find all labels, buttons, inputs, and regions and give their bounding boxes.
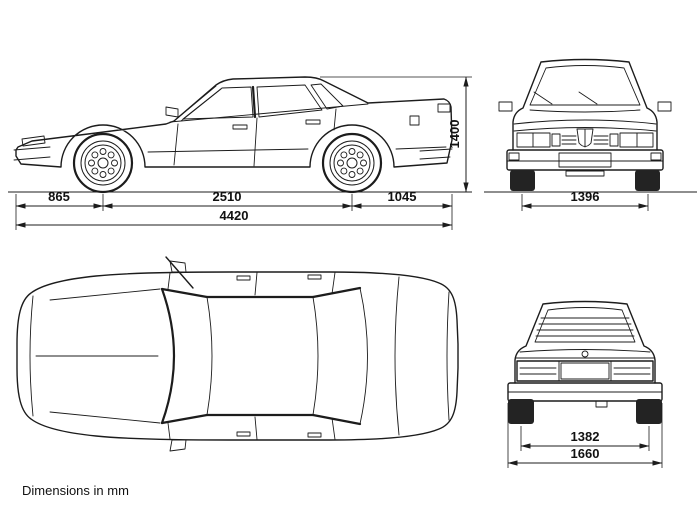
top-c-pillars bbox=[311, 286, 362, 426]
grille-slats bbox=[561, 135, 609, 145]
rear-tire-right bbox=[636, 399, 662, 424]
nose-seam bbox=[29, 295, 34, 417]
dim-rear-overhang: 1045 bbox=[351, 189, 453, 230]
front-door-window bbox=[182, 86, 254, 120]
front-mirror-right bbox=[657, 101, 672, 112]
beltline bbox=[169, 103, 369, 123]
front-wheel bbox=[72, 132, 134, 194]
turn-signal-left bbox=[551, 133, 561, 147]
rear-tire-left bbox=[508, 399, 534, 424]
headlight-dividers bbox=[532, 132, 638, 148]
front-windshield bbox=[529, 65, 641, 106]
trunk-seam bbox=[394, 276, 400, 436]
roof-rear-edge bbox=[312, 296, 319, 416]
top-body-outline bbox=[16, 271, 459, 441]
dim-overall-length-label: 4420 bbox=[220, 208, 249, 223]
bumper-indicator-left bbox=[508, 152, 520, 161]
headlight bbox=[21, 135, 46, 147]
grille-shield bbox=[576, 128, 594, 148]
dim-overall-width-label: 1660 bbox=[571, 446, 600, 461]
rear-license-plate bbox=[560, 362, 610, 380]
tail-lamp-side bbox=[437, 103, 451, 113]
side-body-outline bbox=[15, 76, 453, 168]
door-seams bbox=[173, 108, 337, 167]
front-bumper bbox=[13, 146, 51, 161]
front-license-plate bbox=[558, 152, 612, 168]
dim-overall-length: 4420 bbox=[15, 208, 453, 228]
front-tire-left bbox=[510, 170, 535, 191]
top-view bbox=[16, 256, 459, 452]
hood-lines bbox=[513, 119, 657, 132]
backlight-base bbox=[359, 287, 368, 425]
tail-edge bbox=[446, 291, 450, 421]
front-door-handle bbox=[232, 124, 248, 130]
side-view bbox=[13, 76, 453, 194]
bumper-indicator-right bbox=[650, 152, 662, 161]
rear-view bbox=[507, 300, 663, 424]
wipers bbox=[533, 91, 598, 105]
front-tire-right bbox=[635, 170, 660, 191]
headlight-left bbox=[516, 132, 551, 148]
tail-lamp-lines bbox=[519, 367, 651, 375]
dim-overall-width: 1660 bbox=[507, 403, 663, 468]
hood-cut-lines bbox=[35, 288, 161, 424]
dim-rear-overhang-label: 1045 bbox=[388, 189, 417, 204]
tail-light-band bbox=[516, 360, 654, 382]
dim-rear-track: 1382 bbox=[520, 426, 650, 451]
dim-height: 1400 bbox=[320, 76, 472, 193]
antenna bbox=[165, 256, 194, 289]
rear-badge bbox=[581, 350, 589, 358]
cowl-line bbox=[529, 109, 641, 113]
top-handle-2 bbox=[307, 274, 322, 280]
defroster-lines bbox=[535, 317, 635, 337]
dim-front-overhang: 865 bbox=[15, 189, 104, 230]
dim-wheelbase-label: 2510 bbox=[213, 189, 242, 204]
front-air-dam bbox=[565, 170, 605, 177]
quarter-window bbox=[310, 83, 344, 110]
tail-light-dividers bbox=[558, 360, 612, 382]
top-handle-3 bbox=[236, 431, 251, 437]
top-mirror-left bbox=[169, 260, 187, 273]
rear-body-outline bbox=[514, 300, 656, 384]
front-bumper-bar bbox=[506, 149, 664, 171]
dim-height-label: 1400 bbox=[447, 120, 462, 149]
fuel-filler bbox=[409, 115, 420, 126]
front-mirror-left bbox=[498, 101, 513, 112]
dim-front-track-label: 1396 bbox=[571, 189, 600, 204]
headlight-right bbox=[619, 132, 654, 148]
top-mirror-right bbox=[169, 439, 187, 452]
rear-wheel bbox=[321, 132, 383, 194]
roof-front-edge bbox=[206, 296, 213, 416]
turn-signal-right bbox=[609, 133, 619, 147]
side-mirror bbox=[165, 106, 179, 118]
b-pillar bbox=[251, 85, 257, 119]
top-windshield-base bbox=[160, 287, 176, 425]
exhaust-pipe bbox=[595, 400, 608, 408]
trunk-edge-line bbox=[515, 349, 655, 359]
dim-wheelbase: 2510 bbox=[102, 189, 353, 211]
dim-rear-track-label: 1382 bbox=[571, 429, 600, 444]
dim-front-overhang-label: 865 bbox=[48, 189, 70, 204]
rear-window bbox=[534, 307, 636, 343]
front-view bbox=[498, 58, 672, 191]
caption-dimensions-note: Dimensions in mm bbox=[22, 483, 129, 498]
dim-front-track: 1396 bbox=[521, 189, 649, 211]
front-body-outline bbox=[512, 58, 658, 151]
top-handle-1 bbox=[236, 275, 251, 281]
rear-door-handle bbox=[305, 119, 321, 125]
side-trim bbox=[147, 146, 447, 153]
top-handle-4 bbox=[307, 432, 322, 438]
roof-side-rails bbox=[205, 295, 315, 417]
rear-bumper bbox=[419, 148, 453, 160]
rear-door-window bbox=[256, 84, 323, 118]
top-door-seams bbox=[167, 272, 336, 440]
top-a-pillars bbox=[160, 287, 209, 425]
